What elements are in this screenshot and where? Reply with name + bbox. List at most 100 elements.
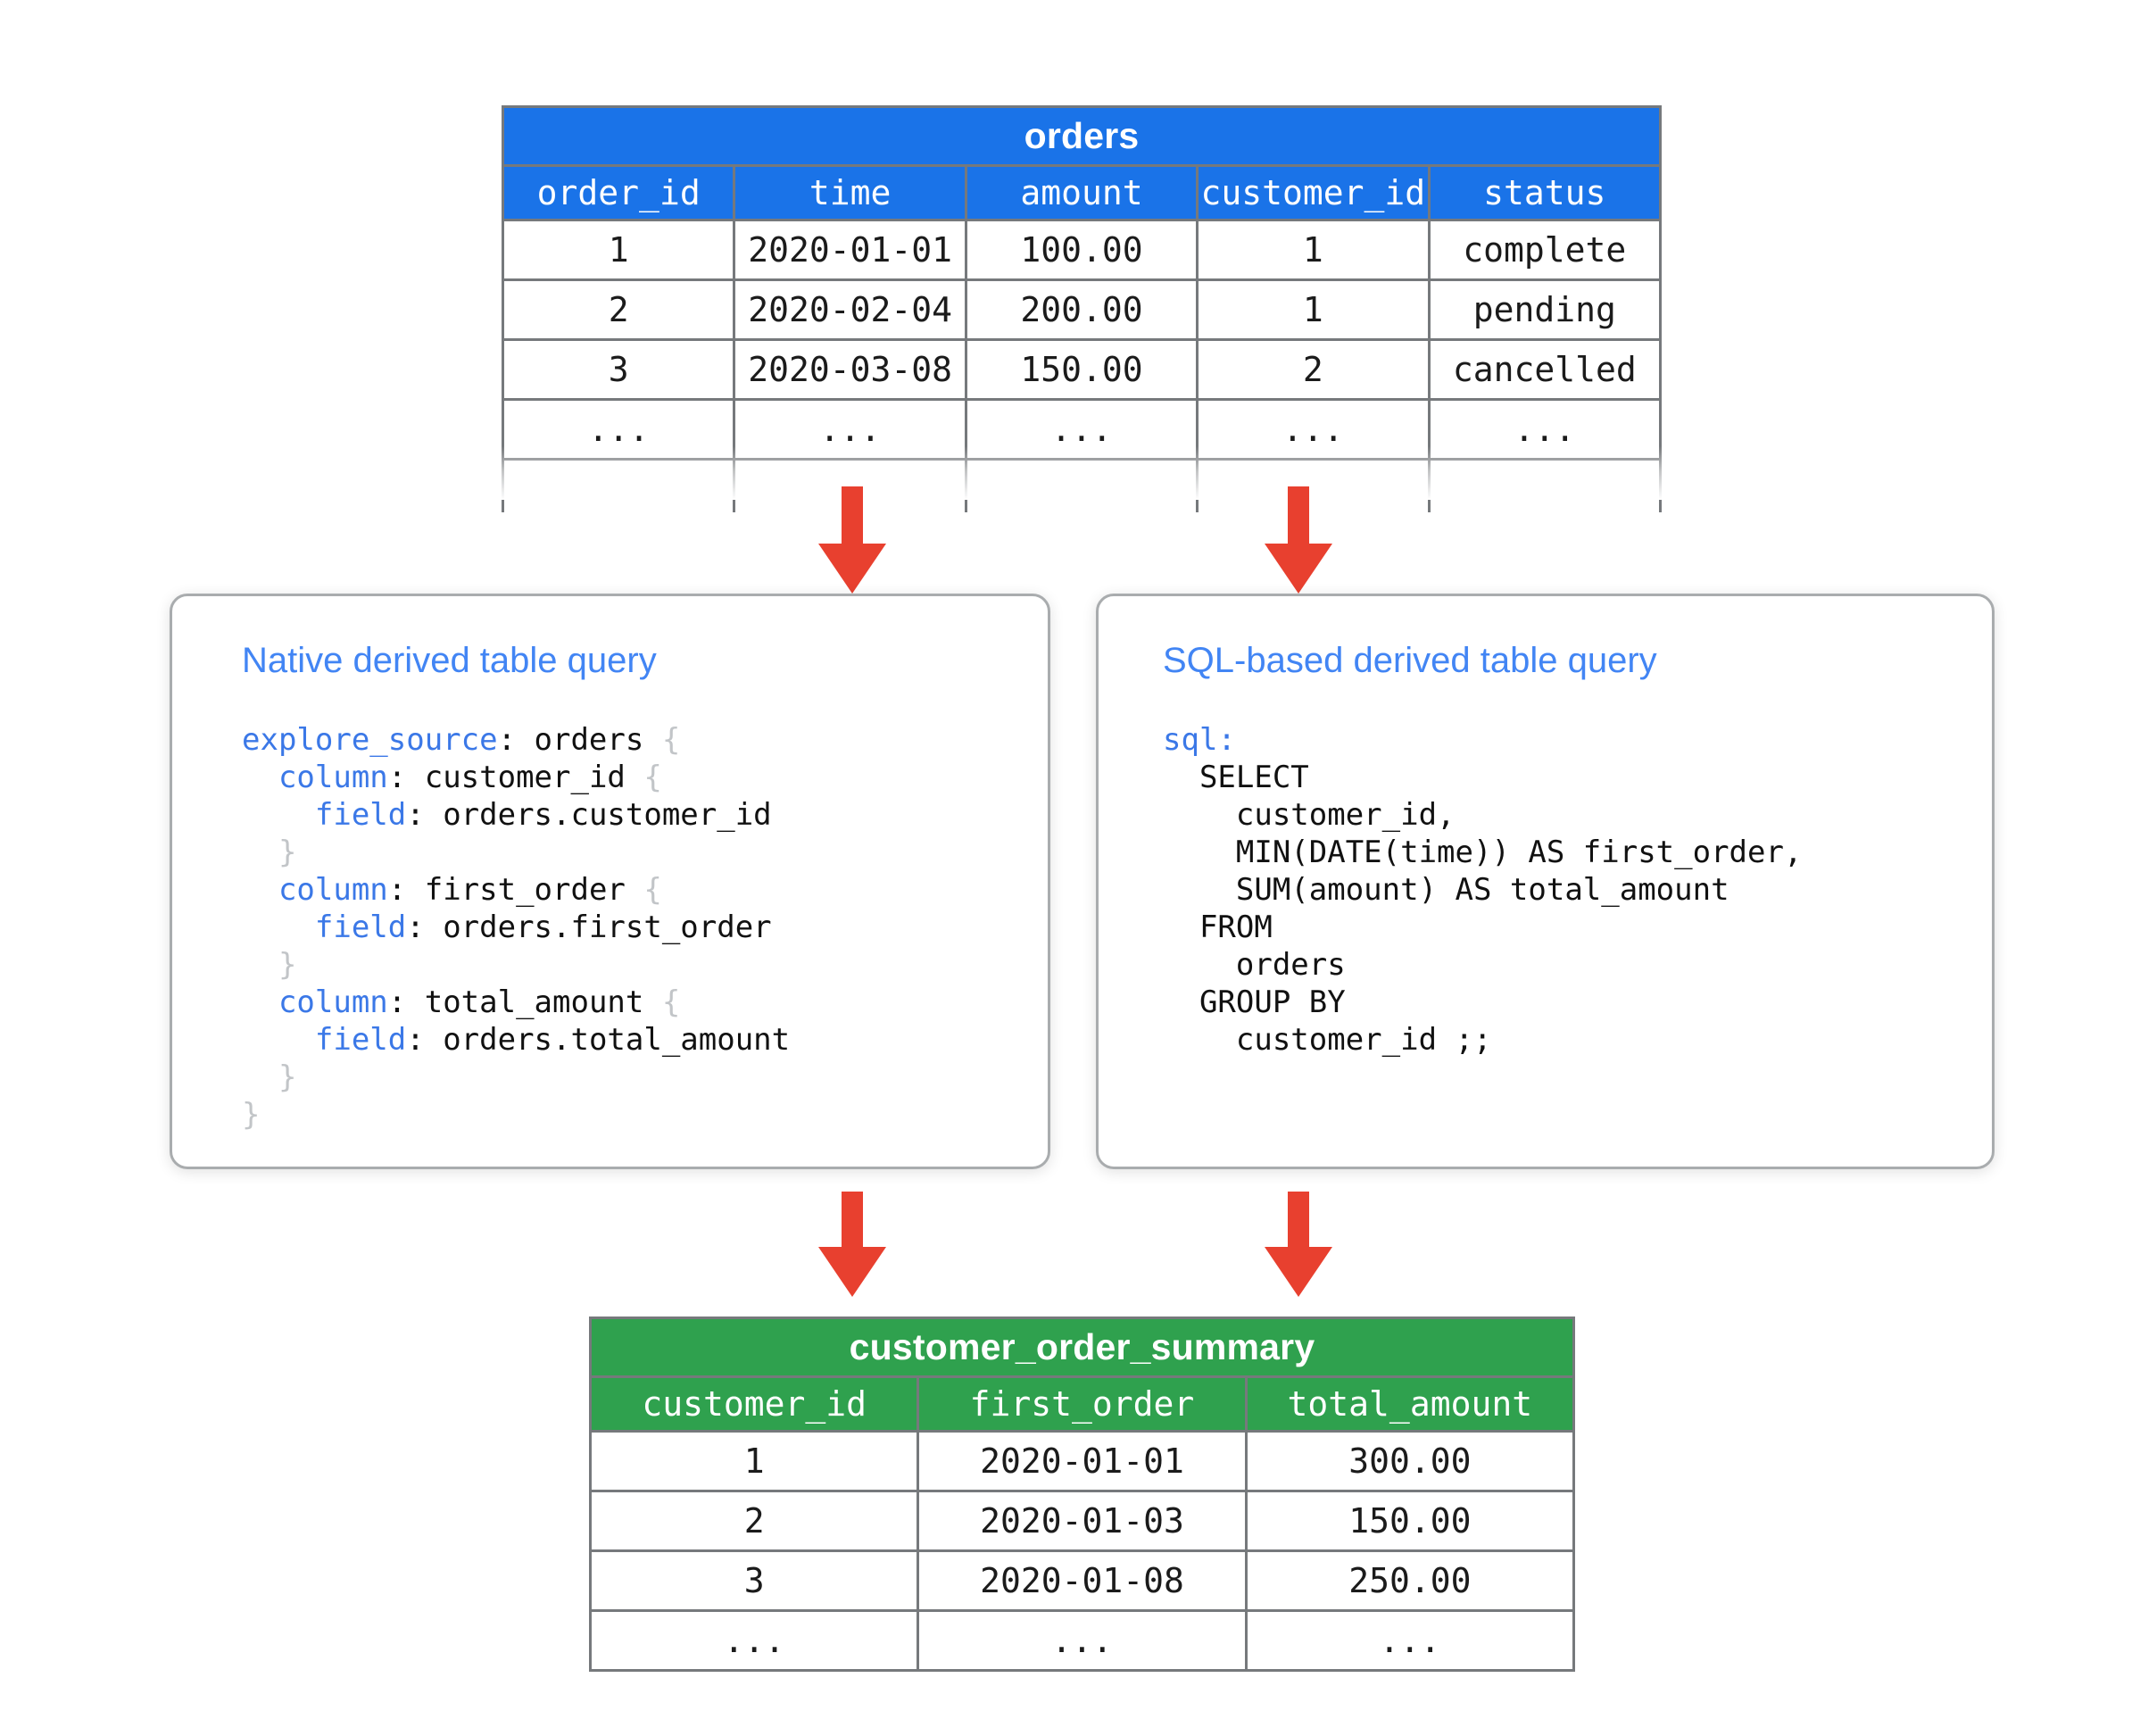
sql-card-title: SQL-based derived table query <box>1163 641 1657 680</box>
code-token <box>242 1022 315 1058</box>
code-line: orders <box>1163 946 1802 984</box>
orders-cell: 2020-01-01 <box>733 219 967 281</box>
code-token: GROUP BY <box>1163 984 1346 1020</box>
arrow-head <box>818 544 886 594</box>
sql-derived-table-card: SQL-based derived table query sql: SELEC… <box>1096 594 1995 1169</box>
summary-header-first_order: first_order <box>917 1375 1248 1433</box>
orders-cell: ... <box>1427 398 1663 461</box>
orders-cell: pending <box>1427 278 1663 341</box>
orders-cell: 2 <box>1196 338 1431 401</box>
code-token: { <box>643 872 662 908</box>
summary-cell: ... <box>588 1609 920 1672</box>
code-token <box>242 910 315 945</box>
code-token: : orders.first_order <box>406 910 772 945</box>
summary-header-total_amount: total_amount <box>1244 1375 1576 1433</box>
orders-cell: 1 <box>1196 219 1431 281</box>
orders-cell: 150.00 <box>964 338 1199 401</box>
orders-cell: complete <box>1427 219 1663 281</box>
arrow-shaft <box>1288 486 1309 544</box>
code-token: customer_id, <box>1163 797 1456 833</box>
code-token <box>242 872 278 908</box>
code-token: SUM(amount) AS total_amount <box>1163 872 1729 908</box>
code-token: field <box>314 797 407 833</box>
arrow-sql-query-to-summary <box>1265 1192 1332 1297</box>
code-token <box>242 835 278 870</box>
orders-cell: 1 <box>501 219 736 281</box>
code-token: } <box>278 835 297 870</box>
code-line: FROM <box>1163 909 1802 946</box>
summary-cell: 2020-01-08 <box>917 1549 1248 1612</box>
orders-table-title-row: orders <box>502 105 1662 167</box>
code-line: } <box>242 1096 790 1134</box>
arrow-orders-to-sql-query <box>1265 486 1332 594</box>
table-row: ......... <box>588 1609 1576 1672</box>
code-token: MIN(DATE(time)) AS first_order, <box>1163 835 1803 870</box>
arrow-native-query-to-summary <box>818 1192 886 1297</box>
code-token: : total_amount <box>387 984 662 1020</box>
code-token: field <box>314 910 407 945</box>
code-line: customer_id ;; <box>1163 1021 1802 1059</box>
code-token: } <box>242 1097 261 1133</box>
code-line: customer_id, <box>1163 796 1802 834</box>
orders-cell: cancelled <box>1427 338 1663 401</box>
code-token: } <box>278 1059 297 1095</box>
code-line: column: total_amount { <box>242 984 790 1021</box>
native-card-title: Native derived table query <box>242 641 657 680</box>
code-token: field <box>314 1022 407 1058</box>
orders-cell: 2020-02-04 <box>733 278 967 341</box>
arrow-orders-to-native-query <box>818 486 886 594</box>
code-line: sql: <box>1163 721 1802 759</box>
sql-query-code: sql: SELECT customer_id, MIN(DATE(time))… <box>1163 721 1802 1059</box>
native-derived-table-card: Native derived table query explore_sourc… <box>170 594 1050 1169</box>
code-token: { <box>643 760 662 795</box>
native-query-code: explore_source: orders { column: custome… <box>242 721 790 1134</box>
summary-table-name: customer_order_summary <box>589 1317 1575 1378</box>
table-row: ............... <box>501 398 1663 461</box>
summary-cell: ... <box>1244 1609 1576 1672</box>
code-token: explore_source <box>242 722 498 758</box>
orders-cell: 1 <box>1196 278 1431 341</box>
code-token: FROM <box>1163 910 1273 945</box>
code-line: GROUP BY <box>1163 984 1802 1021</box>
code-line: SUM(amount) AS total_amount <box>1163 871 1802 909</box>
code-line: } <box>242 834 790 871</box>
orders-cell: 200.00 <box>964 278 1199 341</box>
code-line: explore_source: orders { <box>242 721 790 759</box>
code-line: field: orders.customer_id <box>242 796 790 834</box>
code-token: column <box>278 984 388 1020</box>
code-token: : first_order <box>387 872 644 908</box>
code-line: column: first_order { <box>242 871 790 909</box>
code-token: : <box>1217 722 1236 758</box>
summary-cell: 2020-01-03 <box>917 1490 1248 1552</box>
code-line: } <box>242 946 790 984</box>
arrow-shaft <box>842 1192 863 1247</box>
arrow-shaft <box>842 486 863 544</box>
code-token: : customer_id <box>387 760 644 795</box>
code-token: SELECT <box>1163 760 1309 795</box>
orders-header-status: status <box>1427 164 1663 221</box>
code-token: : orders <box>497 722 662 758</box>
orders-header-time: time <box>733 164 967 221</box>
code-token <box>242 947 278 983</box>
code-token: : orders.customer_id <box>406 797 772 833</box>
summary-cell: 1 <box>588 1430 920 1492</box>
orders-header-amount: amount <box>964 164 1199 221</box>
orders-cell: ... <box>964 398 1199 461</box>
orders-cell: 100.00 <box>964 219 1199 281</box>
arrow-head <box>1265 1247 1332 1297</box>
code-token <box>242 984 278 1020</box>
orders-table-name: orders <box>502 105 1662 167</box>
table-row <box>501 458 1663 512</box>
code-token <box>242 760 278 795</box>
code-token: column <box>278 760 388 795</box>
code-token: orders <box>1163 947 1346 983</box>
summary-cell: 300.00 <box>1244 1430 1576 1492</box>
orders-cell: 2 <box>501 278 736 341</box>
